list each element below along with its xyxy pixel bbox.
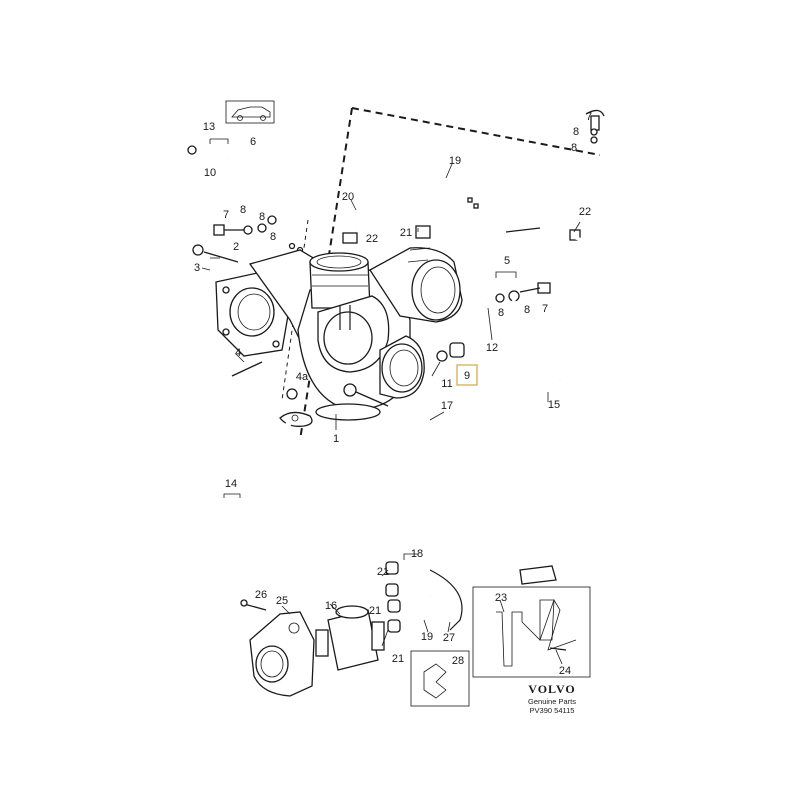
callout-21d: 21 bbox=[392, 653, 404, 665]
callout-8c: 8 bbox=[573, 126, 579, 138]
callout-8d: 8 bbox=[571, 142, 577, 154]
callout-25: 25 bbox=[276, 595, 288, 607]
highlight-box bbox=[456, 364, 478, 386]
callout-6: 6 bbox=[250, 136, 256, 148]
turbocharger bbox=[248, 247, 463, 421]
oil-return-line bbox=[187, 138, 328, 226]
clip-inset bbox=[410, 650, 470, 707]
callout-14: 14 bbox=[225, 478, 237, 490]
callout-28: 28 bbox=[452, 655, 464, 667]
callout-4: 4 bbox=[235, 347, 241, 359]
callout-8f: 8 bbox=[524, 304, 530, 316]
oil-feed-line bbox=[571, 109, 605, 246]
callout-9: 9 bbox=[464, 370, 470, 382]
callout-22b: 22 bbox=[579, 206, 591, 218]
callout-8g: 8 bbox=[259, 211, 265, 223]
coolant-hose-loop bbox=[342, 175, 609, 563]
callout-4a: 4a bbox=[296, 371, 309, 383]
brand-block: VOLVO Genuine Parts PV390 54115 bbox=[528, 682, 576, 715]
callout-8a: 8 bbox=[240, 204, 246, 216]
callout-7c: 7 bbox=[542, 303, 548, 315]
callout-22a: 22 bbox=[366, 233, 378, 245]
brand-subtitle: Genuine Parts bbox=[528, 697, 576, 706]
hose-fittings bbox=[385, 547, 557, 633]
callout-23: 23 bbox=[495, 592, 507, 604]
thermostat-housing bbox=[240, 599, 315, 697]
callout-26: 26 bbox=[255, 589, 267, 601]
leader-lines bbox=[201, 163, 581, 665]
callout-2: 2 bbox=[233, 241, 239, 253]
callout-20: 20 bbox=[342, 191, 354, 203]
callout-19a: 19 bbox=[449, 155, 461, 167]
callout-27: 27 bbox=[443, 632, 455, 644]
water-hose-long bbox=[389, 404, 609, 584]
fasteners-right bbox=[436, 227, 561, 382]
callout-16: 16 bbox=[325, 600, 337, 612]
callout-11: 11 bbox=[441, 378, 452, 390]
drain-hose bbox=[197, 418, 293, 537]
brand-code: PV390 54115 bbox=[530, 706, 575, 715]
callout-1: 1 bbox=[333, 433, 339, 445]
callout-12: 12 bbox=[486, 342, 498, 354]
callout-21b: 21 bbox=[377, 566, 389, 578]
callout-15: 15 bbox=[548, 399, 560, 411]
callout-8e: 8 bbox=[498, 307, 504, 319]
callout-21a: 21 bbox=[400, 227, 412, 239]
callout-10: 10 bbox=[204, 167, 216, 179]
callout-21c: 21 bbox=[369, 605, 381, 617]
bracket-inset bbox=[472, 586, 591, 678]
callout-19b: 19 bbox=[421, 631, 433, 643]
callout-24: 24 bbox=[559, 665, 571, 677]
callout-7a: 7 bbox=[223, 209, 229, 221]
brand-name: VOLVO bbox=[528, 682, 575, 696]
callouts: 1 2 3 4 4a 5 6 7 7 7 8 8 8 8 8 8 8 9 10 … bbox=[194, 111, 592, 677]
callout-7b: 7 bbox=[586, 111, 592, 123]
callout-13: 13 bbox=[203, 121, 215, 133]
callout-8b: 8 bbox=[270, 231, 276, 243]
callout-3: 3 bbox=[194, 262, 200, 274]
control-valve bbox=[315, 605, 385, 671]
callout-17: 17 bbox=[441, 400, 453, 412]
car-icon bbox=[225, 100, 275, 124]
callout-18: 18 bbox=[411, 548, 423, 560]
callout-5: 5 bbox=[504, 255, 510, 267]
